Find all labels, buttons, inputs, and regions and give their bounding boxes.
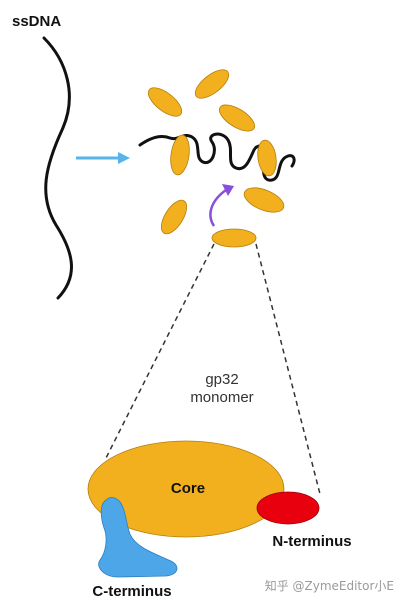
zoom-line-right bbox=[255, 243, 321, 495]
gp32-protein-5 bbox=[257, 139, 277, 177]
gp32-protein-4 bbox=[170, 134, 190, 176]
gp32-label: gp32 bbox=[205, 371, 238, 388]
gp32-protein-7 bbox=[160, 199, 188, 235]
gp32-protein-6 bbox=[243, 187, 285, 213]
gp32-protein-cluster bbox=[147, 69, 285, 248]
incoming-monomer-arrowhead bbox=[222, 184, 234, 196]
n-terminus-label: N-terminus bbox=[272, 533, 351, 550]
n-terminus-domain bbox=[256, 491, 320, 525]
ssdna-label: ssDNA bbox=[12, 13, 61, 30]
bound-ssdna-strand bbox=[138, 132, 296, 182]
monomer-label: monomer bbox=[190, 389, 253, 406]
watermark-text: 知乎 @ZymeEditor小E bbox=[265, 579, 394, 593]
zoom-line-left bbox=[105, 243, 215, 459]
ssdna-strand bbox=[42, 36, 73, 300]
core-label: Core bbox=[171, 480, 205, 497]
gp32-protein-3 bbox=[218, 104, 256, 132]
binding-arrowhead bbox=[118, 152, 130, 164]
c-terminus-label: C-terminus bbox=[92, 583, 171, 600]
core-domain bbox=[87, 440, 285, 538]
incoming-monomer-arrow bbox=[209, 188, 227, 227]
gp32-protein-8 bbox=[211, 228, 257, 248]
c-terminus-domain bbox=[98, 497, 178, 578]
gp32-protein-2 bbox=[194, 69, 230, 99]
gp32-protein-1 bbox=[147, 87, 183, 117]
